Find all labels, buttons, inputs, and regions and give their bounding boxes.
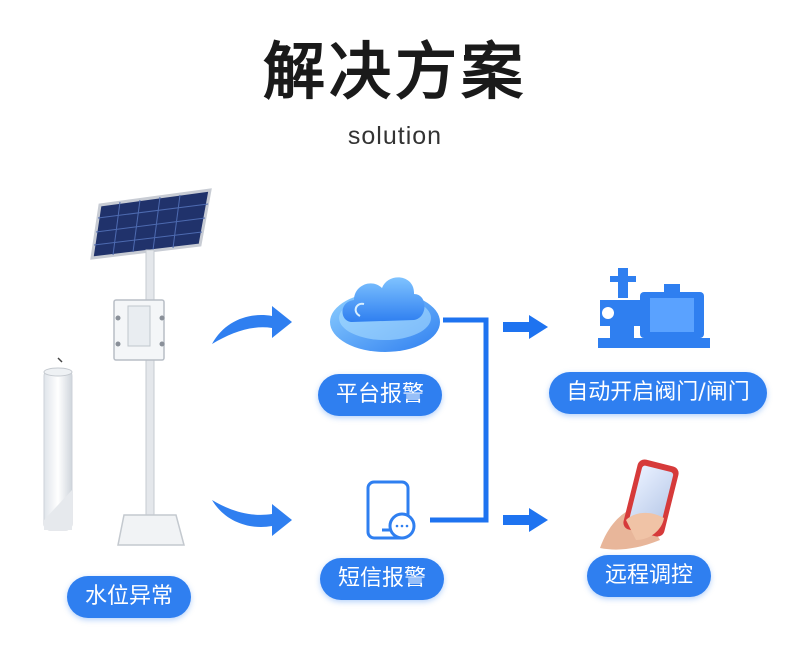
water-level-sensor-icon xyxy=(43,357,73,531)
connector-arrow-lower xyxy=(503,508,548,532)
water-level-alarm-pill: 水位异常 xyxy=(67,576,191,618)
remote-control-pill: 远程调控 xyxy=(587,555,711,597)
connector-lines xyxy=(430,317,489,523)
page-subtitle: solution xyxy=(347,122,443,150)
flow-arrow-upper xyxy=(212,306,292,344)
solar-station-icon xyxy=(90,188,212,546)
platform-alarm-pill: 平台报警 xyxy=(318,374,442,416)
pump-valve-icon xyxy=(598,268,710,348)
flow-arrow-lower xyxy=(212,500,292,536)
page-title: 解决方案 xyxy=(262,35,527,108)
sms-alarm-pill: 短信报警 xyxy=(320,558,444,600)
cloud-icon xyxy=(330,277,440,352)
phone-message-icon xyxy=(366,480,416,540)
smartphone-hand-icon xyxy=(600,459,679,550)
connector-arrow-upper xyxy=(503,315,548,339)
open-valve-pill: 自动开启阀门/闸门 xyxy=(549,372,767,414)
